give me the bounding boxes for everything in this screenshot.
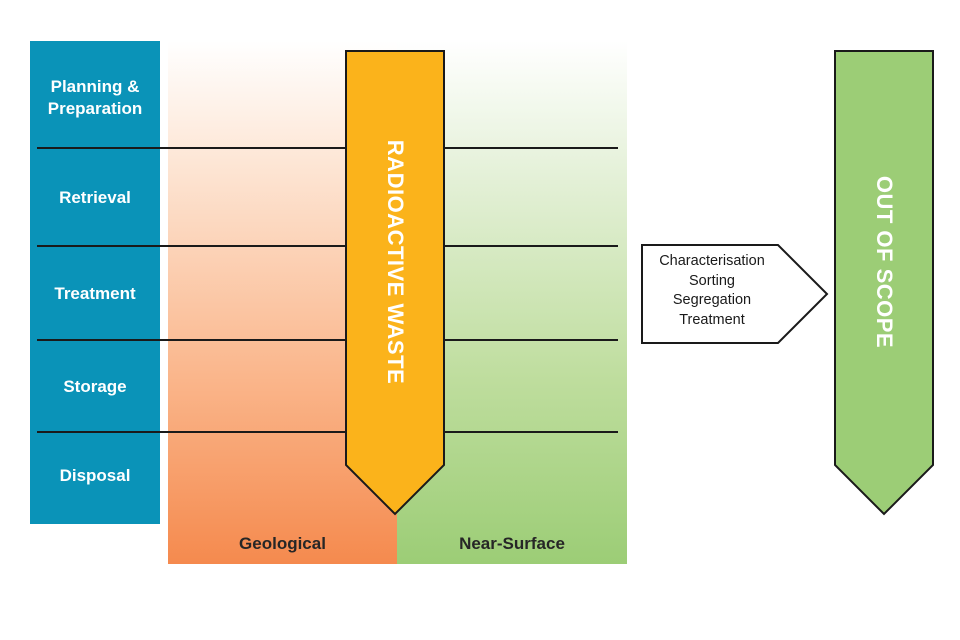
- stage-divider: [37, 245, 618, 247]
- out-of-scope-arrow: [834, 50, 934, 516]
- stage-storage: Storage: [63, 376, 127, 396]
- geological-label: Geological: [239, 534, 326, 553]
- stage-planning-preparation: Planning & Preparation: [47, 77, 143, 118]
- near-surface-label: Near-Surface: [459, 534, 565, 553]
- process-step-segregation: Segregation: [672, 292, 752, 308]
- process-steps: Characterisation Sorting Segregation Tre…: [642, 252, 782, 330]
- stage-retrieval: Retrieval: [59, 188, 131, 207]
- process-arrow: [641, 244, 829, 344]
- process-step-treatment: Treatment: [679, 311, 745, 328]
- stage-divider: [37, 147, 618, 149]
- stage-column: [30, 41, 160, 524]
- stage-divider: [37, 431, 618, 433]
- process-step-sorting: Sorting: [689, 272, 735, 289]
- radioactive-waste-arrow: [345, 50, 445, 516]
- process-step-characterisation: Characterisation: [659, 253, 765, 269]
- stage-treatment: Treatment: [54, 283, 136, 303]
- stage-disposal: Disposal: [59, 466, 131, 485]
- out-of-scope-label: OUT OF SCOPE: [872, 175, 897, 349]
- stage-divider: [37, 339, 618, 341]
- radioactive-waste-label: RADIOACTIVE WASTE: [383, 139, 408, 385]
